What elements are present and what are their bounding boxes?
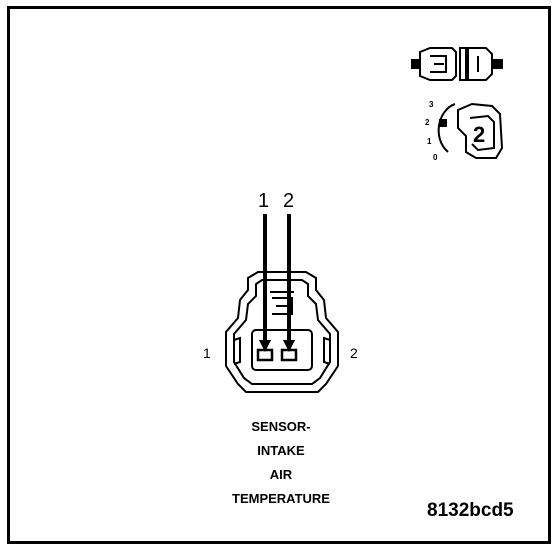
top-pin-label-1: 1 — [258, 190, 270, 212]
pin-lead-1 — [259, 214, 271, 352]
sensor-connector — [225, 271, 339, 393]
side-pin-label-1: 1 — [203, 345, 211, 361]
side-pin-label-2: 2 — [350, 345, 358, 361]
caption-line-1: SENSOR- — [251, 419, 311, 434]
dial-scale-3: 3 — [429, 100, 434, 109]
top-pin-label-2: 2 — [283, 190, 295, 212]
dial-scale-2: 2 — [425, 118, 430, 127]
connector-pair-icon — [411, 47, 503, 81]
pin-lead-2 — [283, 214, 295, 352]
caption-line-4: TEMPERATURE — [232, 491, 330, 506]
dial-scale-0: 0 — [433, 153, 438, 162]
dial-number: 2 — [473, 122, 486, 147]
diagram-frame — [7, 6, 551, 544]
dial-scale-1: 1 — [427, 137, 432, 146]
caption-line-3: AIR — [269, 467, 293, 482]
view-dial-icon — [437, 102, 504, 159]
caption-line-2: INTAKE — [257, 443, 305, 458]
figure-code: 8132bcd5 — [427, 500, 514, 521]
